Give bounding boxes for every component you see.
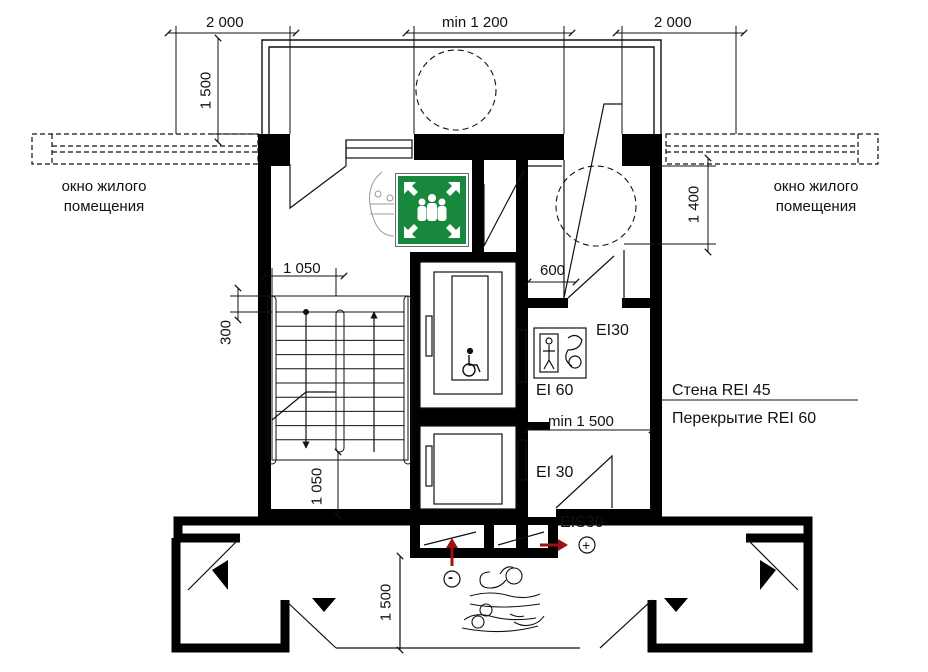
dim-top-center: min 1 200 [442,14,508,31]
pressure-symbols [443,536,596,588]
lift-upper [419,261,517,409]
corridor-triangles [212,560,776,612]
rating-ei30-top: EI30 [596,322,629,339]
corridor-outline [171,516,813,653]
window-right-label-2: помещения [775,198,857,215]
dim-stair-width: 1 050 [283,260,321,277]
wall-rating: Стена REI 45 [672,382,771,399]
window-left [31,133,259,165]
minus-symbol: - [448,569,453,586]
fire-equipment-icon [533,327,587,379]
floor-rating: Перекрытие REI 60 [672,410,817,427]
dim-tread: 300 [217,319,235,346]
rating-ei30-mid: EI 30 [536,464,574,481]
stair [267,295,413,465]
pressure-arrow-icon [446,538,568,566]
doors [289,103,625,546]
wheelchair-icon [462,347,481,377]
dim-right-vertical: 1 400 [685,185,703,224]
dim-top-left: 2 000 [206,14,244,31]
window-left-label-2: помещения [63,198,145,215]
dim-left-vertical: 1 500 [197,71,215,110]
dim-landing: 1 050 [308,467,326,506]
balcony-outline [261,39,662,134]
dim-lift-hall: min 1 500 [548,413,614,430]
turning-circles [415,49,637,247]
plus-symbol: + [582,537,591,553]
window-left-label-1: окно жилого [61,178,147,195]
walls [258,134,662,558]
rating-ei60: EI 60 [536,382,574,399]
assembly-point-sign-icon [396,174,468,246]
window-right [665,133,879,165]
sign-mirror-outline [369,171,395,237]
dim-corridor-depth: 1 500 [377,583,395,622]
window-right-label-1: окно жилого [773,178,859,195]
dim-600: 600 [540,262,566,279]
dimension-lines [164,26,858,654]
lift-lower [419,329,527,510]
wheelchair-users-icon [461,566,545,633]
dim-top-right: 2 000 [654,14,692,31]
rating-eis30: EIS30 [560,514,604,531]
